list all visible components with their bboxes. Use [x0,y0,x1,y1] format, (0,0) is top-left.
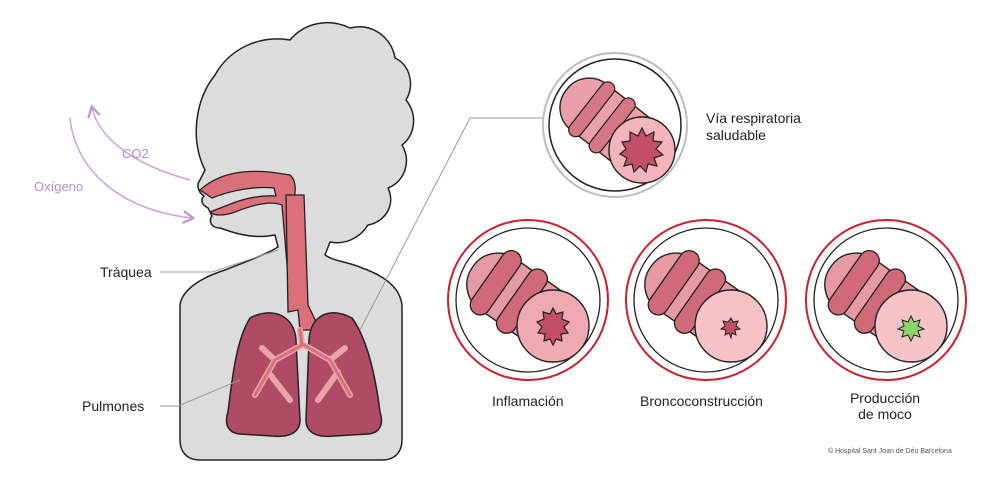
bronchoconstriction-label: Broncoconstrucción [640,393,763,409]
mucus-label-line2: de moco [858,406,912,422]
copyright-notice: © Hospital Sant Joan de Déu Barcelona [828,448,952,455]
healthy-airway-label-line2: saludable [706,127,766,143]
trachea-label: Tráquea [100,264,152,280]
inflammation-label: Inflamación [492,393,564,409]
mucus-label-line1: Producción [849,390,921,406]
upper-airway-icon [199,170,299,301]
lungs-label: Pulmones [82,398,145,414]
mucus-production-circle [805,219,967,381]
co2-label: CO2 [122,146,149,161]
oxygen-label: Oxígeno [34,179,84,194]
bronchoconstriction-circle [625,219,787,381]
healthy-airway-label-line1: Vía respiratoria [706,110,801,126]
breath-arrow-icon [69,108,192,218]
lungs-icon [225,312,383,438]
leader-lines [160,117,545,407]
healthy-airway-circle [542,52,688,198]
inflammation-circle [447,219,609,381]
